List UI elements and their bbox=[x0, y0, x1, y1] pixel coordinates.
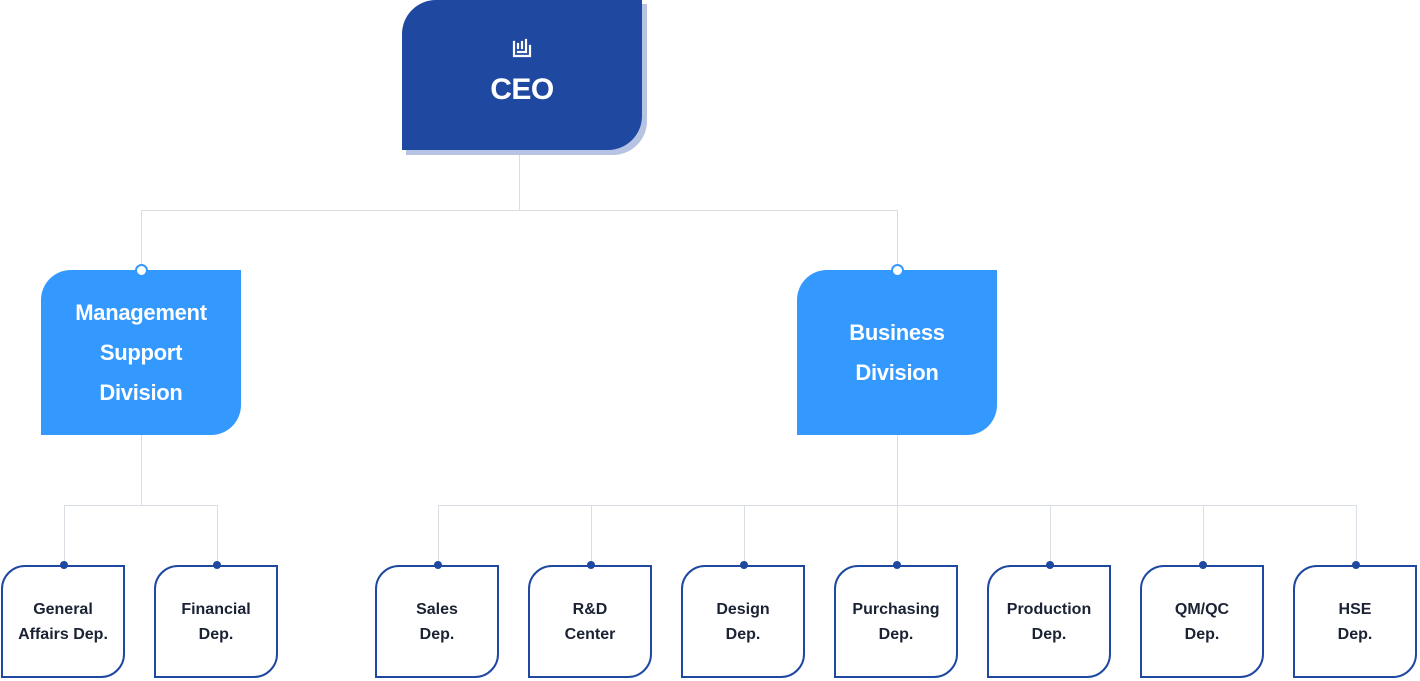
connector-dot-sales bbox=[434, 561, 442, 569]
connector-ceo-down bbox=[519, 150, 520, 210]
dept-hse: HSE Dep. bbox=[1293, 565, 1417, 678]
connector-hse bbox=[1356, 505, 1357, 565]
connector-dot-design bbox=[740, 561, 748, 569]
connector-purchasing bbox=[897, 505, 898, 565]
connector-sales bbox=[438, 505, 439, 565]
connector-management-bar bbox=[64, 505, 218, 506]
connector-qmqc bbox=[1203, 505, 1204, 565]
logo-icon bbox=[512, 38, 532, 58]
connector-dot-rnd bbox=[587, 561, 595, 569]
dept-qmqc: QM/QC Dep. bbox=[1140, 565, 1264, 678]
dept-sales: Sales Dep. bbox=[375, 565, 499, 678]
connector-production bbox=[1050, 505, 1051, 565]
connector-division-bar bbox=[141, 210, 898, 211]
connector-to-business bbox=[897, 210, 898, 270]
connector-financial bbox=[217, 505, 218, 565]
connector-dot-business bbox=[891, 264, 904, 277]
connector-general-affairs bbox=[64, 505, 65, 565]
dept-general-affairs: General Affairs Dep. bbox=[1, 565, 125, 678]
connector-dot-financial bbox=[213, 561, 221, 569]
connector-dot-general-affairs bbox=[60, 561, 68, 569]
connector-to-management bbox=[141, 210, 142, 270]
dept-design: Design Dep. bbox=[681, 565, 805, 678]
division-management-support: Management Support Division bbox=[41, 270, 241, 435]
connector-dot-production bbox=[1046, 561, 1054, 569]
connector-dot-management bbox=[135, 264, 148, 277]
ceo-label: CEO bbox=[490, 73, 554, 106]
connector-dot-hse bbox=[1352, 561, 1360, 569]
dept-financial: Financial Dep. bbox=[154, 565, 278, 678]
connector-design bbox=[744, 505, 745, 565]
connector-business-down bbox=[897, 435, 898, 505]
connector-management-down bbox=[141, 435, 142, 505]
dept-rnd-center: R&D Center bbox=[528, 565, 652, 678]
connector-dot-qmqc bbox=[1199, 561, 1207, 569]
dept-production: Production Dep. bbox=[987, 565, 1111, 678]
division-business: Business Division bbox=[797, 270, 997, 435]
connector-dot-purchasing bbox=[893, 561, 901, 569]
connector-rnd bbox=[591, 505, 592, 565]
ceo-node: CEO bbox=[402, 0, 642, 150]
dept-purchasing: Purchasing Dep. bbox=[834, 565, 958, 678]
